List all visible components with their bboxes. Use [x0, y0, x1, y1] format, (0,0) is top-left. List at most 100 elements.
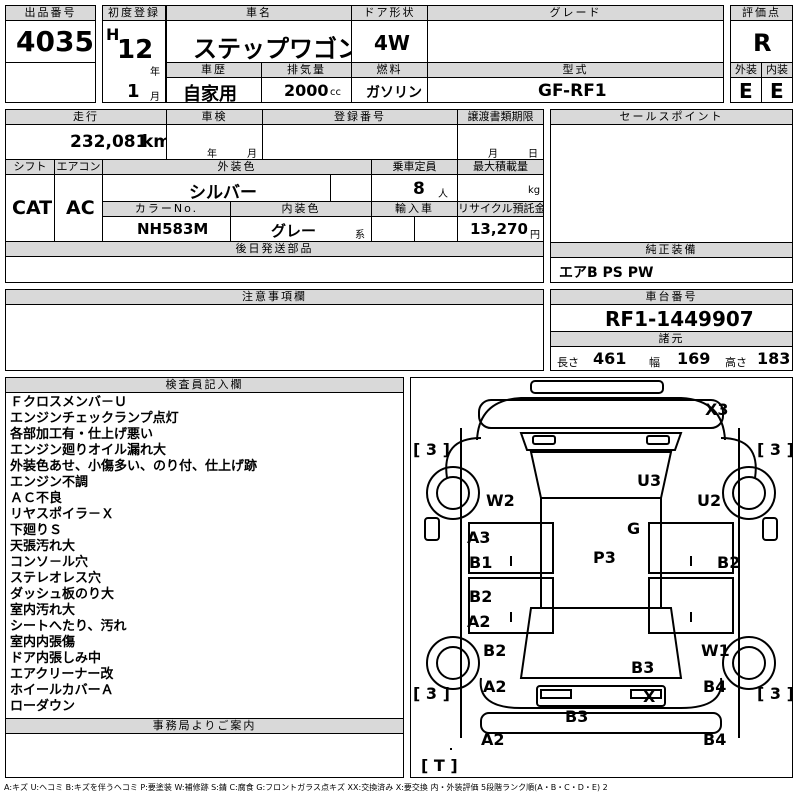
mark-p3: P3 — [593, 548, 616, 567]
lot-blank — [5, 62, 96, 103]
interior-score: E — [770, 79, 784, 103]
mileage-header: 走行 — [5, 109, 167, 125]
reg-month: 1 — [127, 81, 140, 102]
spare-tire-mark: [ T ] — [421, 756, 458, 775]
car-name-cell: ステップワゴン — [166, 20, 361, 63]
mark-b2-left: B2 — [469, 587, 493, 606]
int-color-header: 内装色 — [230, 201, 372, 217]
notes-header: 注意事項欄 — [5, 289, 544, 305]
capacity-header: 乗車定員 — [371, 159, 458, 175]
tire-fr-mark: [ 3 ] — [757, 440, 794, 459]
interior-header: 内装 — [761, 62, 793, 78]
reg-year: 12 — [117, 35, 154, 65]
door-header: ドア形状 — [351, 5, 428, 21]
sales-point-header: セールスポイント — [550, 109, 793, 125]
grade-cell — [427, 20, 724, 63]
mark-x3: X3 — [705, 400, 729, 419]
exterior-score: E — [739, 79, 753, 103]
mark-a2-left: A2 — [467, 612, 491, 631]
aircon-header: エアコン — [54, 159, 103, 175]
int-color-value: グレー — [271, 222, 317, 240]
inspector-note: コンソ－ル穴 — [10, 555, 89, 570]
mark-u2: U2 — [697, 491, 722, 510]
inspector-note: エンジン不調 — [10, 475, 89, 490]
deadline-month-unit: 月 — [488, 149, 498, 160]
inspector-note: ダッシュ板のり大 — [10, 587, 115, 602]
mark-b4-right-rear: B4 — [703, 677, 727, 696]
import-header: 輸入車 — [371, 201, 458, 217]
shift-value: CAT — [12, 197, 53, 219]
color-no-cell: NH583M — [102, 216, 231, 242]
capacity-unit: 人 — [438, 189, 448, 200]
mark-b4-bumper: B4 — [703, 730, 727, 749]
fuel-cell: ガソリン — [351, 77, 428, 103]
lot-header: 出品番号 — [5, 5, 96, 21]
shift-header: シフト — [5, 159, 55, 175]
deadline-header: 譲渡書類期限 — [457, 109, 544, 125]
reg-no-cell — [262, 124, 458, 160]
inspector-note: ドア内張しみ中 — [10, 651, 102, 666]
year-unit: 年 — [150, 67, 160, 78]
int-color-cell: グレー 系 — [230, 216, 372, 242]
inspector-note: 各部加工有・仕上げ悪い — [10, 427, 154, 442]
displacement-value: 2000 — [284, 81, 329, 100]
inspector-note: 室内汚れ大 — [10, 603, 76, 618]
mark-w1: W1 — [701, 641, 730, 660]
mark-b3-roof: B3 — [631, 658, 655, 677]
length-label: 長さ — [557, 356, 579, 369]
inspector-note: 天張汚れ大 — [10, 539, 76, 554]
length-value: 461 — [593, 349, 627, 368]
exterior-header: 外装 — [730, 62, 762, 78]
height-value: 183 — [757, 349, 791, 368]
inspector-note: ローダウン — [10, 699, 76, 714]
car-diagram-panel: X3 [ 3 ] [ 3 ] U3 W2 U2 G A3 P3 B1 B2 B2… — [410, 377, 794, 778]
mark-b3-bumper: B3 — [565, 707, 589, 726]
capacity-value: 8 — [413, 179, 425, 199]
mark-a2-left-rear: A2 — [483, 677, 507, 696]
history-value: 自家用 — [183, 84, 237, 105]
genuine-cell: エアB PS PW — [550, 257, 793, 283]
door-cell: 4W — [351, 20, 428, 63]
tire-fl-mark: [ 3 ] — [413, 440, 450, 459]
history-header: 車歴 — [166, 62, 262, 78]
mark-a2-bumper: A2 — [481, 730, 505, 749]
deadline-cell: 月 日 — [457, 124, 544, 160]
fuel-value: ガソリン — [366, 85, 422, 101]
car-name-header: 車名 — [166, 5, 352, 21]
tire-rl-mark: [ 3 ] — [413, 684, 450, 703]
model-header: 型式 — [427, 62, 724, 78]
ext-color-value: シルバー — [189, 183, 257, 203]
legend-text: A:キズ U:ヘコミ B:キズを伴うヘコミ P:要塗装 W:補修跡 S:錆 C:… — [4, 783, 608, 792]
color-no-value: NH583M — [137, 220, 209, 238]
history-cell: 自家用 — [166, 77, 262, 105]
mark-g: G — [627, 519, 641, 538]
inspector-header: 検査員記入欄 — [5, 377, 404, 393]
cc-unit: cc — [330, 87, 341, 98]
inspector-note: シートへたり、汚れ — [10, 619, 127, 634]
chassis-value: RF1-1449907 — [605, 307, 754, 331]
genuine-header: 純正装備 — [550, 242, 793, 258]
reg-no-header: 登録番号 — [262, 109, 458, 125]
ext-color-cell: シルバー — [102, 174, 331, 203]
displacement-cell: 2000 cc — [261, 77, 352, 103]
mileage-cell: 232,081 km — [5, 124, 171, 160]
shaken-year-unit: 年 — [207, 149, 217, 160]
model-value: GF-RF1 — [538, 81, 607, 101]
later-parts-cell — [5, 256, 544, 283]
office-cell — [5, 733, 404, 778]
width-label: 幅 — [649, 356, 660, 369]
capacity-cell: 8 人 — [371, 174, 458, 202]
int-color-suffix: 系 — [355, 230, 365, 241]
score-cell: R — [730, 20, 793, 63]
recycle-cell: 13,270 円 — [457, 216, 544, 242]
displacement-header: 排気量 — [261, 62, 352, 78]
import-cell — [371, 216, 415, 242]
interior-cell: E — [761, 77, 793, 103]
aircon-value: AC — [66, 197, 95, 219]
inspector-note: エンジンチェックランプ点灯 — [10, 411, 179, 426]
mark-x-rear: X — [643, 687, 656, 706]
month-unit: 月 — [150, 92, 160, 103]
ext-color-header: 外装色 — [102, 159, 372, 175]
inspector-note: Ｆクロスメンバ－Ｕ — [10, 395, 128, 410]
grade-header: グレード — [427, 5, 724, 21]
